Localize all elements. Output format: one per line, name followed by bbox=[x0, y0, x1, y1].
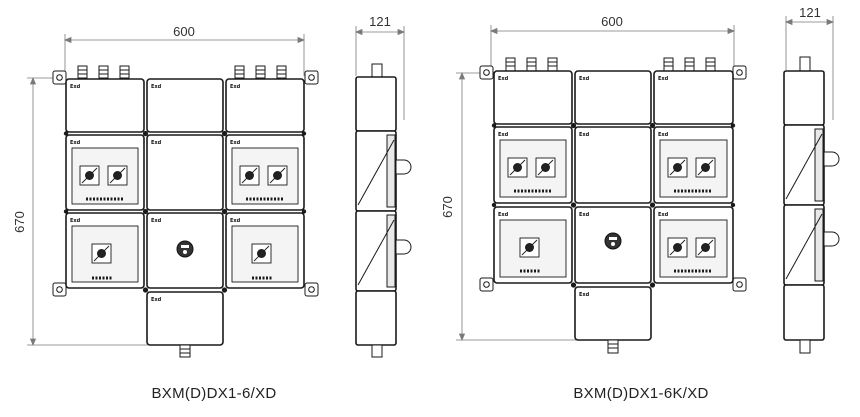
side-view-2: 121 bbox=[783, 5, 840, 354]
exd-label: Exd bbox=[230, 84, 241, 90]
exd-label: Exd bbox=[151, 84, 162, 90]
exd-label: Exd bbox=[230, 218, 241, 224]
exd-label: Exd bbox=[579, 76, 590, 82]
mounting-ears-1 bbox=[52, 70, 319, 297]
height-dimension-1 bbox=[27, 76, 148, 347]
rotary-switch-icon bbox=[176, 240, 194, 258]
exd-label: Exd bbox=[70, 140, 81, 146]
side-socket-covers-1 bbox=[357, 134, 412, 288]
exd-label: Exd bbox=[70, 84, 81, 90]
exd-label: Exd bbox=[151, 218, 162, 224]
height-label-2: 670 bbox=[440, 196, 455, 218]
side-view-1: 121 bbox=[354, 14, 412, 358]
module-labels-1: Exd Exd Exd Exd Exd Exd Exd Exd Exd Exd bbox=[70, 84, 241, 303]
width-label-1: 600 bbox=[173, 24, 195, 39]
exd-label: Exd bbox=[658, 132, 669, 138]
exd-label: Exd bbox=[579, 132, 590, 138]
front-view-1: 600 670 bbox=[12, 24, 319, 358]
exd-label: Exd bbox=[498, 132, 509, 138]
exd-label: Exd bbox=[658, 212, 669, 218]
side-socket-covers-2 bbox=[785, 128, 840, 282]
enclosure-grid-2 bbox=[493, 70, 734, 341]
depth-dimension-1 bbox=[354, 26, 406, 120]
joint-bolts-2 bbox=[491, 122, 736, 288]
exd-label: Exd bbox=[579, 292, 590, 298]
module-labels-2: Exd Exd Exd Exd Exd Exd Exd Exd Exd Exd bbox=[498, 76, 669, 298]
exd-label: Exd bbox=[151, 297, 162, 303]
depth-label-2: 121 bbox=[799, 5, 821, 20]
height-label-1: 670 bbox=[12, 211, 27, 233]
model-caption-1: BXM(D)DX1-6/XD bbox=[151, 385, 276, 402]
socket-panels-2 bbox=[499, 139, 728, 278]
exd-label: Exd bbox=[151, 140, 162, 146]
exd-label: Exd bbox=[498, 212, 509, 218]
rotary-switch-icon bbox=[604, 232, 622, 250]
exd-label: Exd bbox=[498, 76, 509, 82]
exd-label: Exd bbox=[230, 140, 241, 146]
exd-label: Exd bbox=[658, 76, 669, 82]
socket-panels-1 bbox=[71, 147, 299, 283]
cable-gland-bottom-1 bbox=[179, 344, 191, 358]
model-caption-2: BXM(D)DX1-6K/XD bbox=[573, 385, 708, 402]
cable-glands-top-1 bbox=[77, 65, 287, 79]
depth-label-1: 121 bbox=[369, 14, 391, 29]
width-dimension-2 bbox=[489, 25, 736, 70]
side-enclosure-2 bbox=[783, 56, 825, 354]
enclosure-grid-1 bbox=[65, 78, 305, 346]
cable-glands-top-2 bbox=[505, 57, 716, 72]
mounting-ears-2 bbox=[479, 65, 747, 292]
width-dimension-1 bbox=[63, 34, 306, 76]
exd-label: Exd bbox=[579, 212, 590, 218]
exd-label: Exd bbox=[70, 218, 81, 224]
side-enclosure-1 bbox=[355, 63, 397, 358]
width-label-2: 600 bbox=[601, 14, 623, 29]
joint-bolts-1 bbox=[63, 130, 307, 293]
cable-gland-bottom-2 bbox=[607, 339, 619, 354]
depth-dimension-2 bbox=[784, 16, 835, 120]
front-view-2: 600 670 bbox=[440, 14, 747, 354]
